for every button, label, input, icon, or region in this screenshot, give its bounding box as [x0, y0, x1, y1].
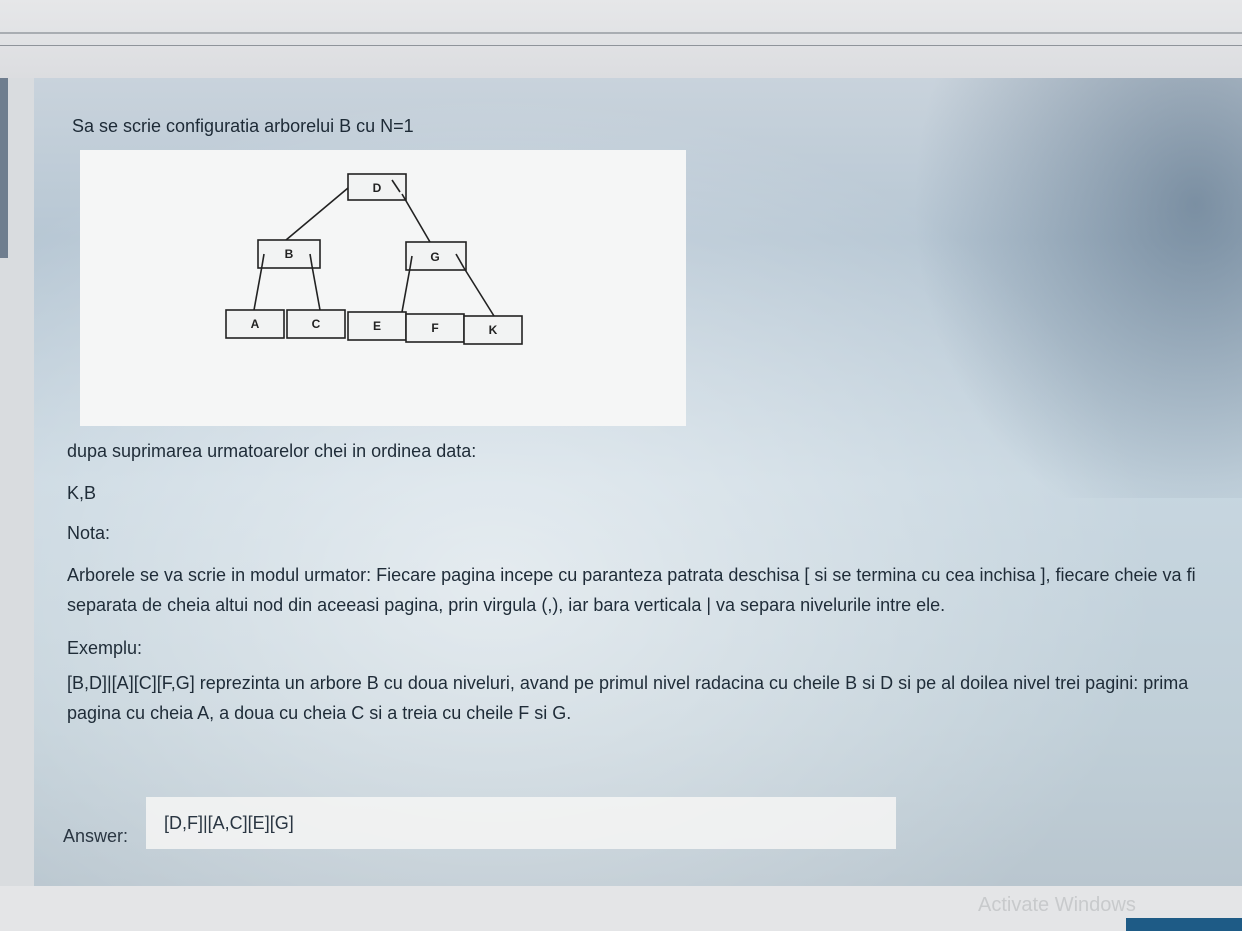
divider	[0, 45, 1242, 46]
answer-label: Answer:	[63, 826, 129, 846]
corner-button[interactable]	[1126, 918, 1242, 931]
example-label: Exemplu:	[67, 638, 143, 658]
leaf-label: K	[489, 323, 498, 337]
leaf-label: F	[431, 321, 438, 335]
leaf-f	[405, 313, 465, 343]
node-label: G	[430, 250, 439, 264]
node-label: B	[285, 247, 294, 261]
keys-to-delete: K,B	[67, 483, 97, 503]
activate-windows-watermark: Activate Windows	[978, 894, 1136, 916]
leaf-a	[225, 309, 285, 339]
answer-input[interactable]	[146, 797, 896, 849]
note-text: Arborele se va scrie in modul urmator: F…	[67, 565, 1196, 615]
leaf-c	[286, 309, 346, 339]
leaf-e	[347, 311, 407, 341]
browser-top-area	[0, 0, 1242, 78]
question-title: Sa se scrie configuratia arborelui B cu …	[72, 116, 414, 136]
btree-diagram: D B G A C E F K	[80, 150, 686, 426]
divider	[0, 32, 1242, 34]
node-g	[405, 241, 467, 271]
node-b	[257, 239, 321, 269]
note-label: Nota:	[67, 523, 111, 543]
leaf-k	[463, 315, 523, 345]
instruction-text: dupa suprimarea urmatoarelor chei in ord…	[67, 441, 477, 461]
panel-shade	[774, 78, 1242, 498]
leaf-label: C	[312, 317, 321, 331]
btree-svg: D B G A C E F K	[225, 173, 523, 345]
leaf-label: A	[251, 317, 260, 331]
leaf-label: E	[373, 319, 381, 333]
example-text: [B,D]|[A][C][F,G] reprezinta un arbore B…	[67, 673, 1189, 723]
page-bottom	[0, 886, 1242, 931]
left-edge-bar	[0, 78, 8, 258]
node-label: D	[373, 181, 382, 195]
